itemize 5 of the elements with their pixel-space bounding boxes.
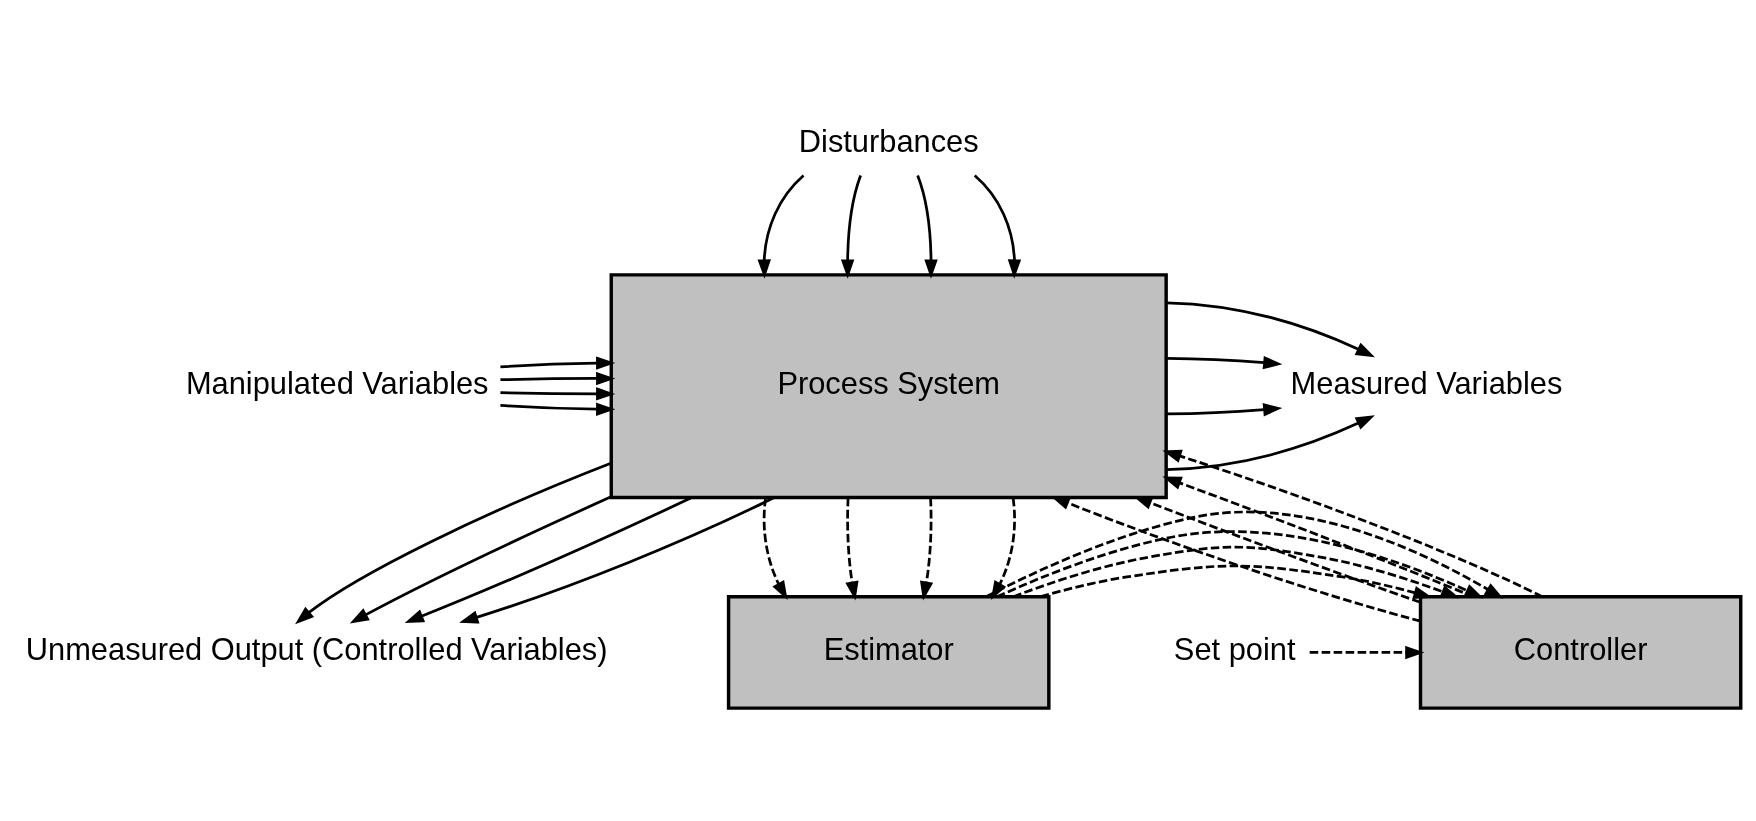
node-text: Manipulated Variables — [185, 365, 489, 401]
node-text: Disturbances — [798, 123, 979, 159]
node-text: Set point — [1173, 631, 1296, 667]
node-text: Measured Variables — [1290, 365, 1563, 401]
node-text: Unmeasured Output (Controlled Variables) — [25, 631, 608, 667]
